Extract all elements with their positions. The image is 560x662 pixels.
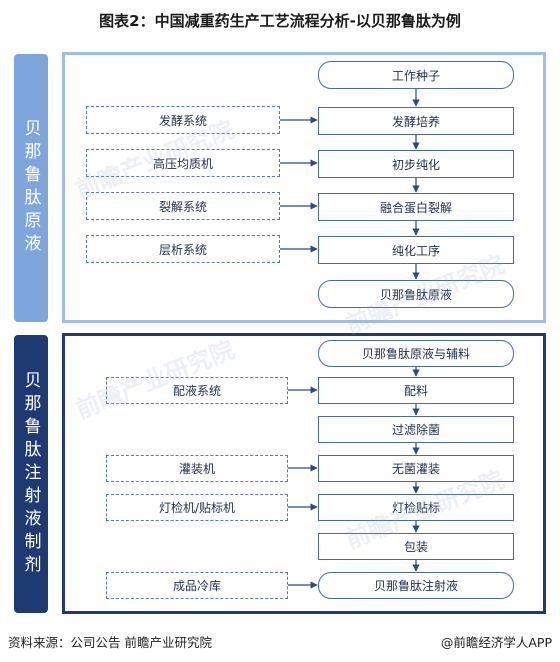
step-fermentation-culture: 发酵培养 xyxy=(318,107,514,135)
section2-panel xyxy=(62,333,546,614)
step-benaglutide-injection: 贝那鲁肽注射液 xyxy=(318,572,514,599)
step-aseptic-filling: 无菌灌装 xyxy=(318,455,514,482)
section1-label: 贝那鲁肽原液 xyxy=(14,54,48,322)
step-stock-and-excipients: 贝那鲁肽原液与辅料 xyxy=(318,340,514,367)
system-inspection-labeling-machine: 灯检机/贴标机 xyxy=(106,494,288,521)
section2-label: 贝那鲁肽注射液制剂 xyxy=(14,335,48,613)
step-work-seed: 工作种子 xyxy=(318,61,514,89)
system-finished-cold-storage: 成品冷库 xyxy=(106,572,288,599)
page-title: 图表2：中国减重药生产工艺流程分析-以贝那鲁肽为例 xyxy=(99,12,461,30)
system-compounding: 配液系统 xyxy=(106,377,288,404)
step-initial-purification: 初步纯化 xyxy=(318,150,514,178)
step-sterile-filtration: 过滤除菌 xyxy=(318,416,514,443)
step-compounding: 配料 xyxy=(318,377,514,404)
source-note: 资料来源：公司公告 前瞻产业研究院 xyxy=(8,635,212,650)
system-homogenizer: 高压均质机 xyxy=(86,149,280,177)
step-inspection-labeling: 灯检贴标 xyxy=(318,494,514,521)
section1-panel xyxy=(62,52,546,323)
system-chromatography: 层析系统 xyxy=(86,235,280,263)
step-fusion-protein-cleavage: 融合蛋白裂解 xyxy=(318,193,514,221)
step-purification-process: 纯化工序 xyxy=(318,236,514,264)
system-fermentation: 发酵系统 xyxy=(86,106,280,134)
system-cleavage: 裂解系统 xyxy=(86,192,280,220)
step-benaglutide-stock: 贝那鲁肽原液 xyxy=(318,280,514,308)
system-filling-machine: 灌装机 xyxy=(106,455,288,482)
brand-credit: @前瞻经济学人APP xyxy=(440,635,552,650)
step-packaging: 包装 xyxy=(318,533,514,560)
